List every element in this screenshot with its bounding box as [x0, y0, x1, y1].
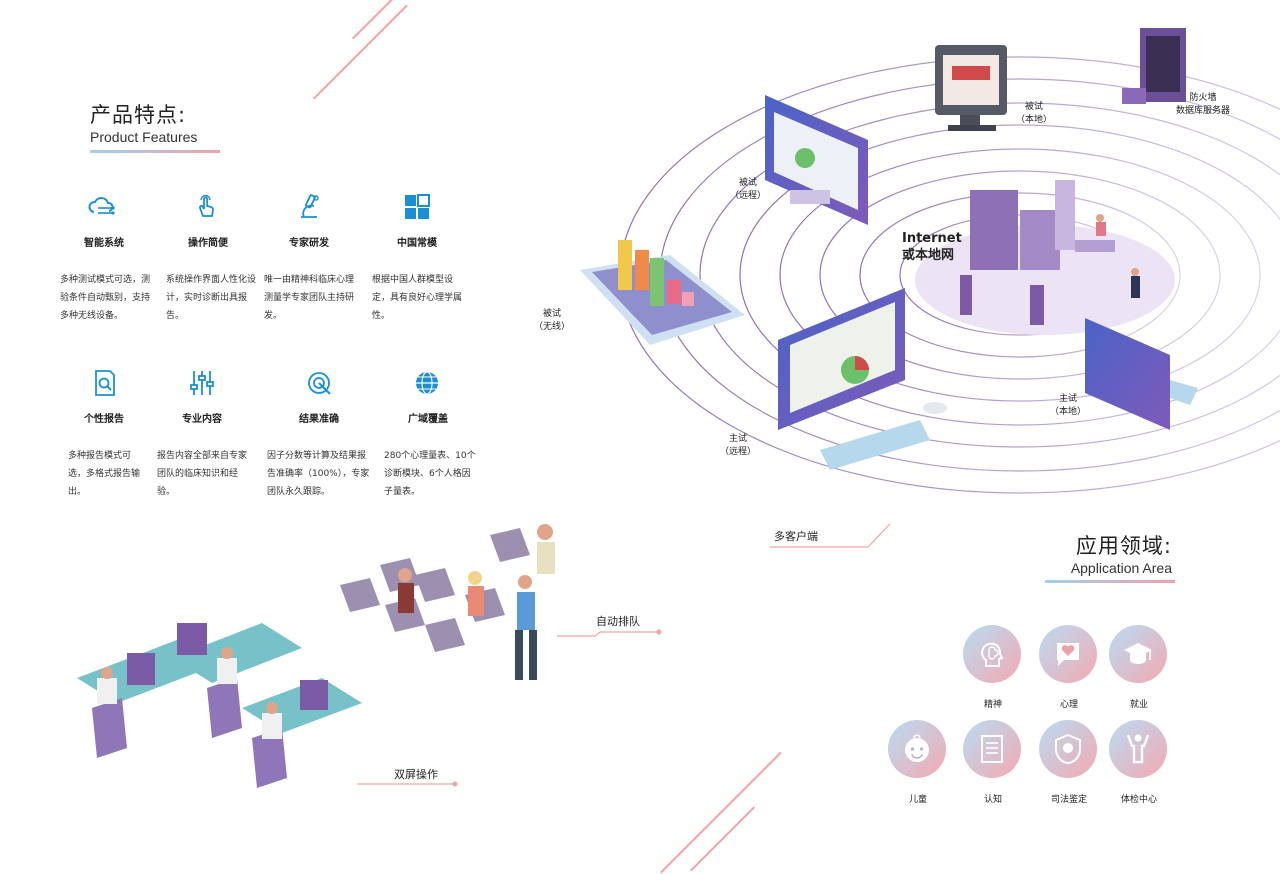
feature-desc: 报告内容全部来自专家团队的临床知识和经验。	[157, 451, 248, 497]
features-title-en: Product Features	[90, 129, 198, 145]
callout-line	[357, 781, 458, 787]
network-illustration	[580, 28, 1280, 494]
feature-accurate-results: 结果准确 因子分数等计算及结果报告准确率（100%），专家团队永久跟踪。	[267, 368, 369, 501]
label-host-local: 主试 （本地）	[1050, 394, 1087, 417]
feature-expert-research: 专家研发 唯一由精神科临床心理测量学专家团队主持研发。	[264, 192, 364, 325]
tested-local-monitor	[935, 45, 1007, 131]
app-label: 儿童	[908, 795, 927, 805]
heart-bubble-icon	[1057, 643, 1079, 666]
feature-personal-report: 个性报告 多种报告模式可选，多格式报告输出。	[68, 368, 168, 501]
hub-buildings	[960, 180, 1140, 325]
feature-desc: 唯一由精神科临床心理测量学专家团队主持研发。	[264, 275, 355, 321]
callout-line	[770, 523, 891, 548]
label-firewall: 防火墙 数据库服务器	[1176, 93, 1231, 116]
feature-wide-coverage: 广域覆盖 280个心理量表、10个诊断模块、6个人格因子量表。	[384, 368, 484, 501]
app-circle	[1109, 625, 1167, 683]
app-label: 心理	[1059, 700, 1078, 710]
callout-multi-client: 多客户端	[774, 530, 818, 543]
app-psychiatry: 精神	[963, 625, 1023, 710]
application-title-cn: 应用领域:	[1075, 534, 1172, 558]
application-underline	[1045, 580, 1175, 583]
sliders-icon	[190, 371, 214, 395]
feature-name: 操作简便	[188, 238, 228, 249]
cloud-network-icon	[88, 197, 115, 215]
callout-line	[557, 629, 662, 637]
feature-desc: 系统操作界面人性化设计，实时诊断出具报告。	[166, 275, 257, 321]
features-title-cn: 产品特点:	[90, 103, 187, 127]
application-title-en: Application Area	[1070, 560, 1172, 576]
grid-modules-icon	[405, 194, 430, 219]
features-heading: 产品特点: Product Features	[90, 99, 220, 153]
app-label: 精神	[983, 700, 1002, 710]
app-label: 司法鉴定	[1050, 795, 1087, 805]
app-circle	[963, 625, 1021, 683]
feature-desc: 根据中国人群模型设定，具有良好心理学属性。	[372, 275, 463, 321]
feature-smart-system: 智能系统 多种测试模式可选，测验条件自动甄别，支持多种无线设备。	[60, 192, 160, 325]
app-forensic: 司法鉴定	[1039, 720, 1099, 805]
feature-name: 广域覆盖	[408, 414, 448, 425]
application-heading: 应用领域: Application Area	[1045, 530, 1175, 583]
app-circle	[1039, 720, 1097, 778]
app-label: 体检中心	[1120, 795, 1157, 805]
baby-face-icon	[905, 734, 929, 762]
label-tested-local: 被试 （本地）	[1016, 102, 1053, 125]
feature-name: 中国常模	[397, 238, 437, 249]
feature-easy-operation: 操作简便 系统操作界面人性化设计，实时诊断出具报告。	[166, 192, 266, 325]
firewall-server	[1122, 28, 1186, 104]
target-icon	[308, 372, 331, 395]
feature-name: 智能系统	[84, 238, 124, 249]
dual-screen-illustration	[77, 623, 362, 788]
host-remote-computer	[778, 288, 947, 470]
callout-auto-queue: 自动排队	[596, 615, 640, 628]
label-tested-wireless: 被试 （无线）	[534, 309, 571, 332]
app-circle	[888, 720, 946, 778]
network-hub-label: Internet 或本地网	[902, 231, 962, 263]
label-tested-remote: 被试 （远程）	[730, 178, 767, 201]
shield-badge-icon	[1054, 733, 1082, 765]
app-children: 儿童	[888, 720, 948, 805]
feature-china-norm: 中国常模 根据中国人群模型设定，具有良好心理学属性。	[372, 192, 472, 325]
person-arms-up-icon	[1126, 734, 1150, 764]
tested-remote-monitor	[765, 95, 868, 225]
features-underline	[90, 150, 220, 153]
report-search-icon	[95, 370, 115, 396]
feature-desc: 多种测试模式可选，测验条件自动甄别，支持多种无线设备。	[60, 275, 151, 321]
app-circle	[1109, 720, 1167, 778]
pointer-hand-icon	[199, 194, 214, 217]
feature-name: 个性报告	[84, 414, 124, 425]
app-psychology: 心理	[1039, 625, 1099, 710]
document-icon	[981, 735, 1003, 763]
globe-icon	[416, 371, 438, 395]
label-host-remote: 主试 （远程）	[720, 434, 757, 457]
callout-dual-screen: 双屏操作	[394, 768, 438, 781]
app-cognition: 认知	[963, 720, 1023, 805]
app-label: 就业	[1129, 700, 1148, 710]
app-label: 认知	[983, 795, 1002, 805]
feature-desc: 多种报告模式可选，多格式报告输出。	[68, 451, 141, 497]
tested-wireless-tablet	[580, 240, 745, 345]
feature-professional-content: 专业内容 报告内容全部来自专家团队的临床知识和经验。	[157, 368, 257, 501]
graduation-cap-icon	[1124, 643, 1152, 664]
feature-desc: 280个心理量表、10个诊断模块、6个人格因子量表。	[384, 451, 476, 497]
app-circle	[963, 720, 1021, 778]
feature-name: 专家研发	[289, 238, 329, 249]
feature-desc: 因子分数等计算及结果报告准确率（100%），专家团队永久跟踪。	[267, 451, 370, 497]
app-employment: 就业	[1109, 625, 1169, 710]
feature-name: 结果准确	[299, 414, 339, 425]
decorative-line	[352, 0, 395, 40]
microscope-icon	[301, 194, 319, 218]
app-health-check: 体检中心	[1109, 720, 1169, 805]
decorative-line	[660, 751, 782, 874]
decorative-line	[313, 4, 408, 100]
queue-illustration	[340, 524, 555, 680]
app-circle	[1039, 625, 1097, 683]
brain-head-icon	[981, 642, 1004, 667]
feature-name: 专业内容	[182, 414, 222, 425]
host-local-monitor	[1085, 318, 1198, 430]
decorative-line	[690, 806, 756, 872]
